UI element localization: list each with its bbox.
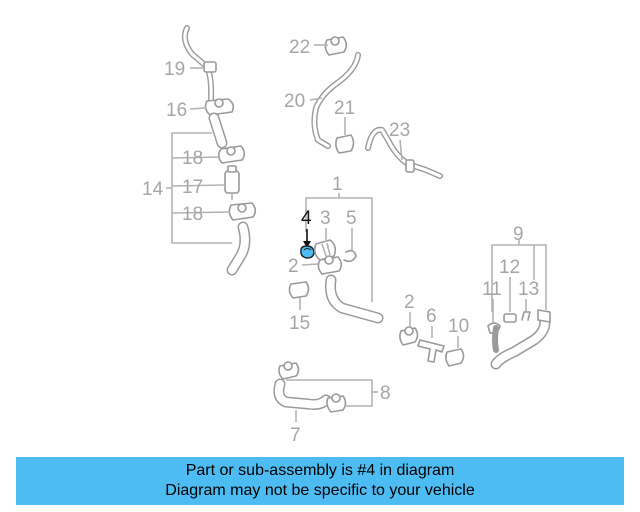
callout-15: 15 (289, 313, 310, 334)
part-22-clamp (324, 36, 348, 56)
callout-4: 4 (301, 208, 312, 229)
info-banner: Part or sub-assembly is #4 in diagram Di… (16, 457, 624, 505)
part-20-pipe (311, 52, 361, 149)
parts-diagram: 19 16 18 17 18 14 22 (142, 25, 551, 446)
part-18-clamp-lower (228, 202, 257, 221)
leader-17 (171, 184, 225, 187)
callout-8: 8 (380, 383, 391, 404)
part-hose-lower-left (226, 221, 251, 276)
part-right-hose (490, 309, 551, 370)
callout-23: 23 (389, 120, 410, 141)
part-16-clamp (204, 98, 235, 116)
part-lower-clamp-right (326, 393, 347, 413)
banner-line-1: Part or sub-assembly is #4 in diagram (185, 462, 455, 479)
callout-2b: 2 (404, 292, 415, 313)
part-2-clamp-center (317, 255, 343, 275)
part-3-thermostat-housing (313, 239, 337, 261)
part-10-clamp (445, 348, 465, 367)
callout-10: 10 (448, 316, 469, 337)
banner-line-2: Diagram may not be specific to your vehi… (165, 482, 475, 499)
leader-18b (171, 211, 231, 214)
part-15-clamp (288, 281, 310, 299)
callout-1: 1 (332, 174, 343, 195)
part-2-clamp-right (399, 326, 419, 346)
part-right-short-pipe (492, 325, 499, 353)
callout-14: 14 (142, 179, 164, 200)
callout-5: 5 (346, 208, 357, 229)
callout-7: 7 (290, 425, 301, 446)
callout-9: 9 (513, 224, 524, 245)
leader-18a (171, 156, 221, 159)
callout-17: 17 (182, 177, 203, 198)
part-18-clamp-upper (217, 145, 246, 164)
callout-18b: 18 (182, 204, 203, 225)
part-17-connector (224, 165, 240, 200)
leader-23 (399, 139, 403, 161)
part-hose-short (208, 112, 228, 149)
arrow-4 (303, 241, 311, 248)
callout-21: 21 (334, 98, 355, 119)
part-21-clamp (335, 117, 355, 154)
callout-19: 19 (164, 59, 185, 80)
part-13-clip (521, 311, 531, 321)
callout-13: 13 (518, 279, 539, 300)
part-19-pipe (181, 25, 217, 103)
callout-22: 22 (289, 37, 310, 58)
callout-3: 3 (320, 208, 331, 229)
callout-16: 16 (166, 100, 187, 121)
callout-18a: 18 (182, 148, 203, 169)
part-6-tee (417, 339, 445, 363)
callout-6: 6 (426, 306, 437, 327)
part-7-hose (273, 378, 332, 410)
leader-20 (309, 97, 323, 101)
callout-20: 20 (284, 91, 305, 112)
part-center-hose (325, 274, 384, 324)
leader-2a (301, 263, 319, 266)
part-lower-clamp-top (278, 361, 300, 380)
callout-2a: 2 (288, 256, 299, 277)
part-5-gasket (343, 249, 357, 263)
part-12-fitting (503, 313, 517, 323)
callout-12: 12 (499, 257, 520, 278)
callout-11: 11 (482, 279, 502, 300)
part-23-pipe (365, 126, 443, 179)
part-4-highlighted (300, 245, 315, 259)
bracket-8 (286, 379, 373, 407)
leader-16 (189, 107, 207, 110)
